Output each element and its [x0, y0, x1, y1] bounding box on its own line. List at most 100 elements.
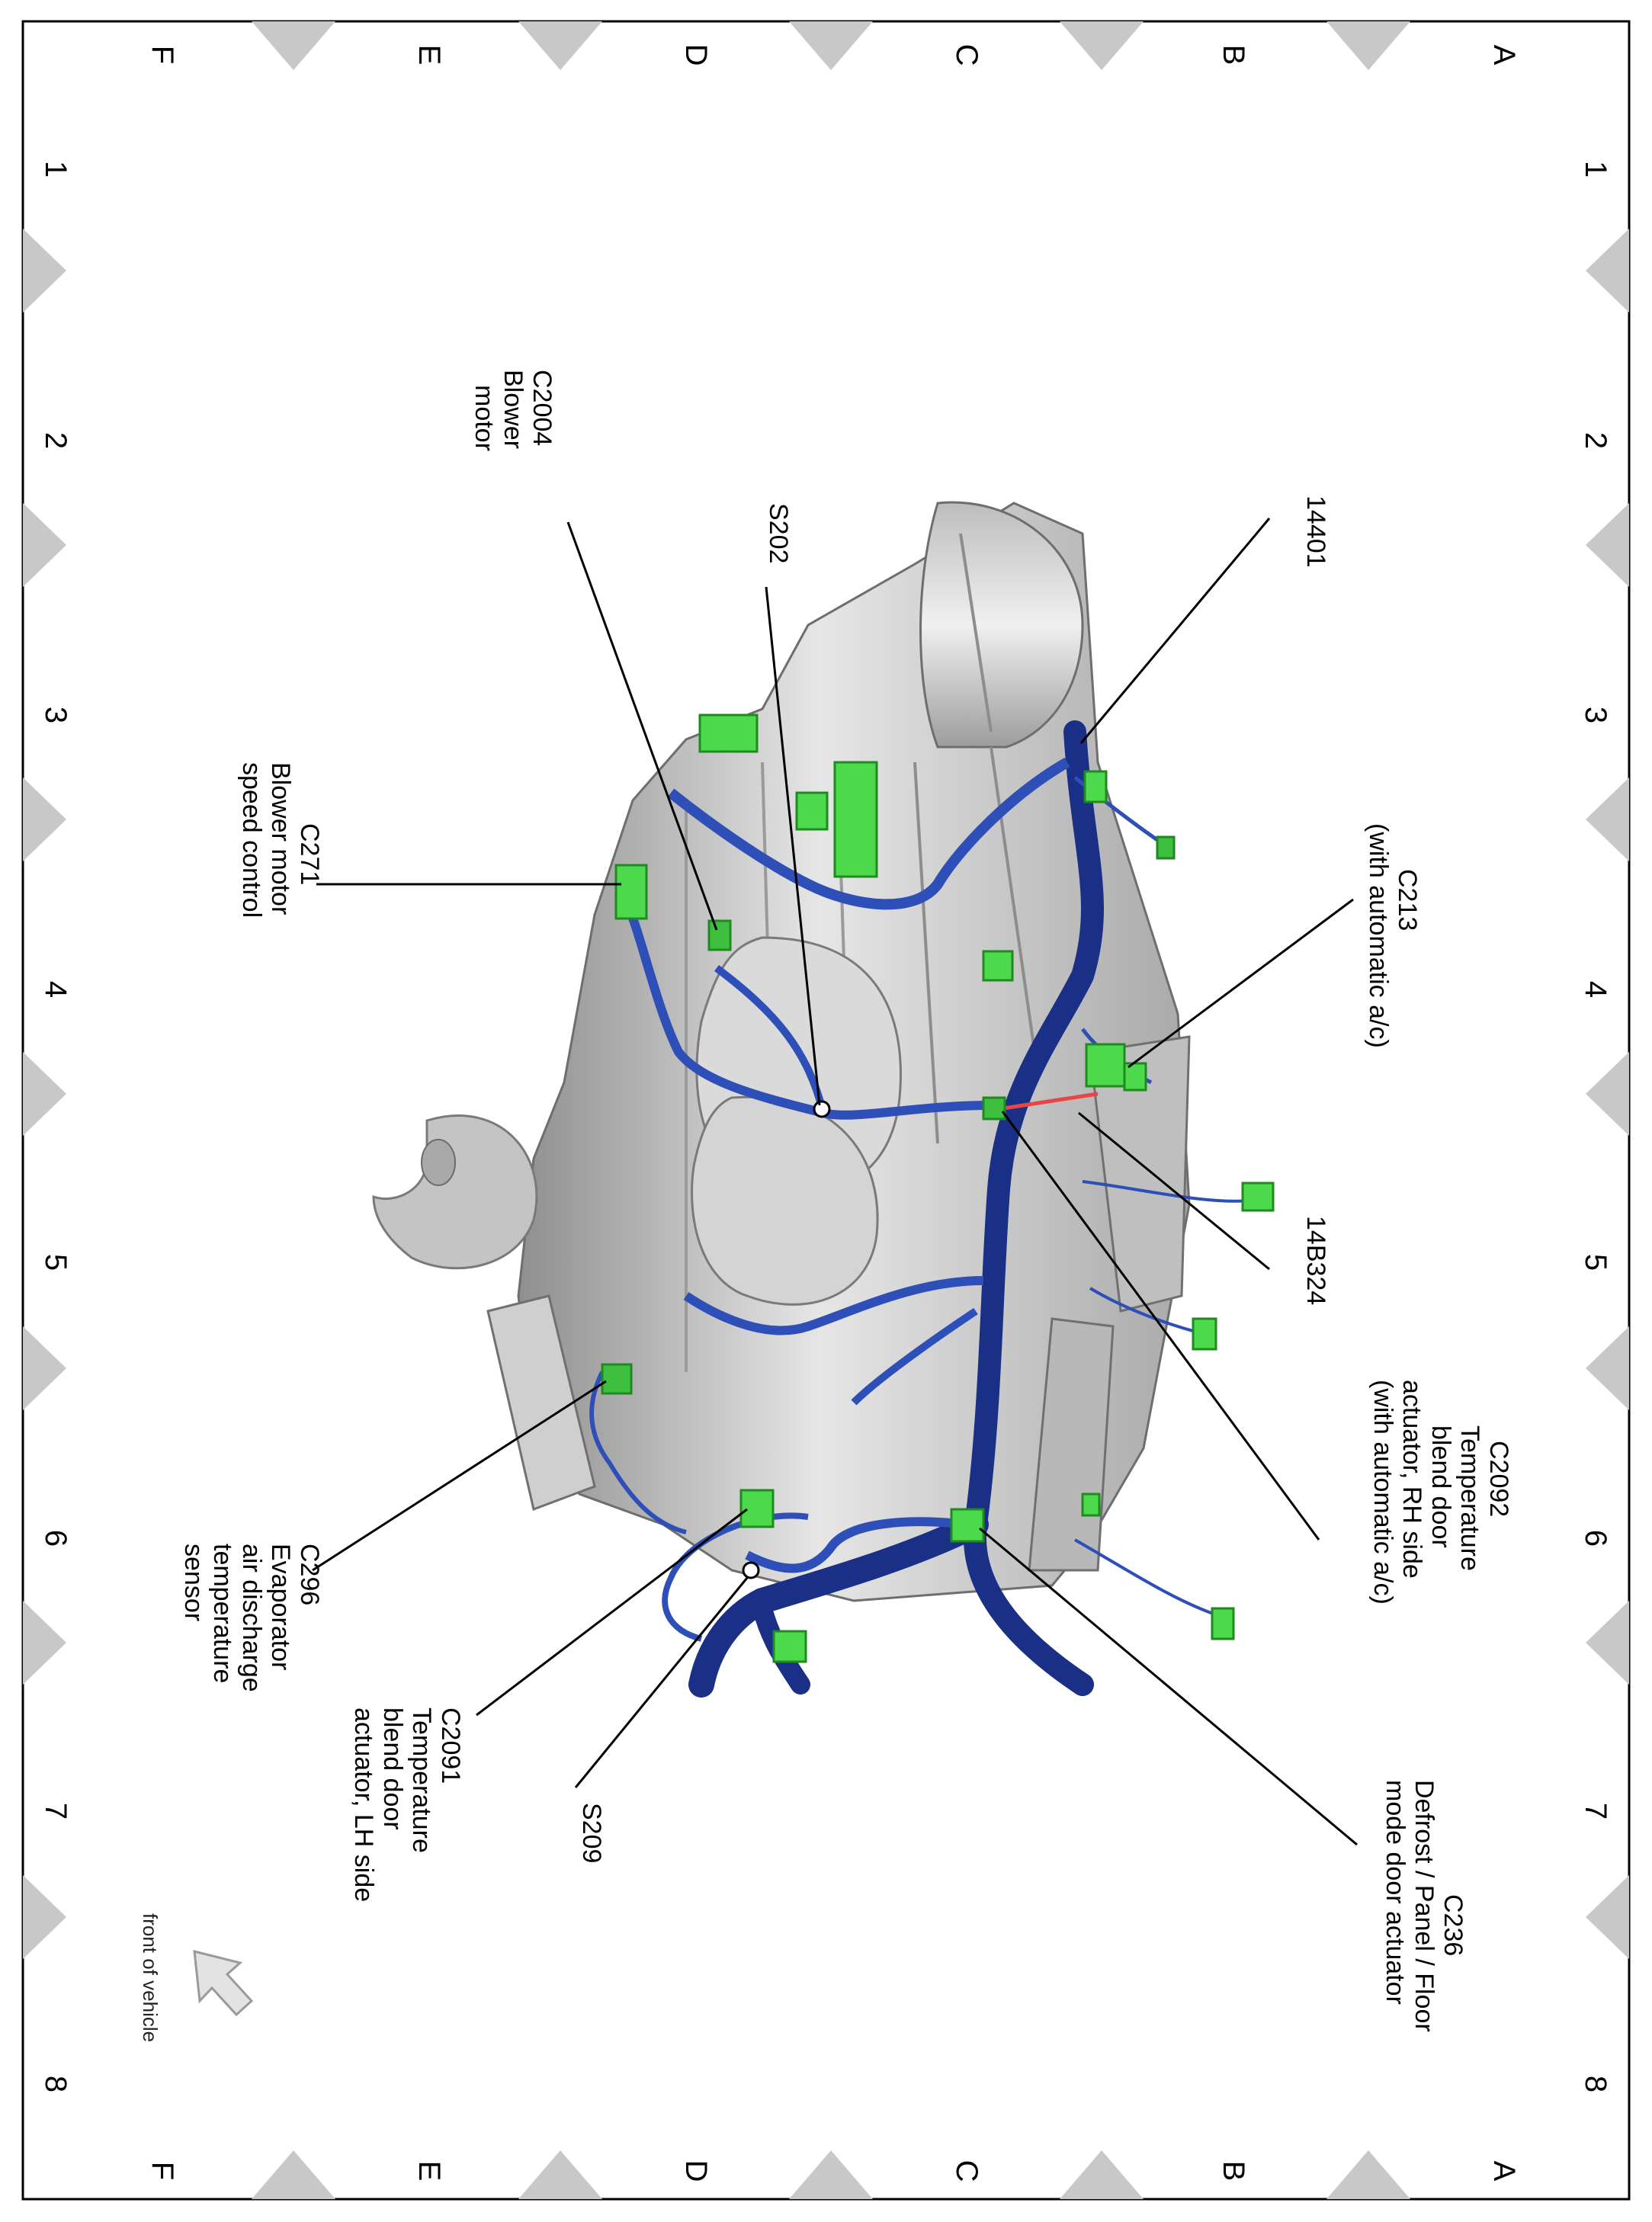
grid-marker — [252, 21, 335, 70]
leader-line-c236 — [979, 1527, 1358, 1846]
leader-line-c213 — [1128, 898, 1354, 1069]
grid-letter: C — [950, 2160, 983, 2182]
harness-branch — [683, 1276, 984, 1335]
housing-rib — [990, 746, 1038, 1068]
splice-wire-red — [998, 1092, 1099, 1111]
leader-line-14b324 — [1078, 1111, 1270, 1271]
grid-letter: D — [679, 44, 713, 66]
grid-letter: B — [1217, 45, 1250, 66]
splice-s209 — [742, 1561, 760, 1579]
grid-number: 1 — [39, 161, 72, 178]
leader-lines — [312, 518, 1358, 1846]
grid-letter: A — [1487, 45, 1521, 66]
connectors — [601, 713, 1275, 1663]
connector-c271 — [614, 864, 648, 920]
grid-letters-top: A B C D E F — [146, 44, 1521, 66]
grid-letter: E — [412, 45, 446, 66]
grid-number: 4 — [1579, 981, 1612, 998]
callout-line: Blower motor — [266, 762, 295, 915]
callout-line: mode door actuator — [1381, 1780, 1410, 2005]
harness-trunk — [963, 720, 1104, 1696]
leader-line-s202 — [765, 586, 821, 1106]
leader-line-14401 — [1079, 518, 1271, 744]
callout-c2004: C2004 Blower motor — [470, 370, 557, 451]
drain-housing — [372, 1114, 538, 1270]
callout-line: 14B324 — [1301, 1216, 1330, 1305]
callout-line: Evaporator — [266, 1544, 295, 1670]
callout-c2092: C2092 Temperature blend door actuator, R… — [1368, 1380, 1513, 1605]
connector-c213 — [1085, 1043, 1126, 1088]
grid-marker — [1326, 2150, 1410, 2199]
grid-letter: F — [146, 2162, 179, 2180]
grid-number: 5 — [1579, 1254, 1612, 1271]
leader-line-c2092 — [1001, 1111, 1320, 1541]
connector-right-lower — [1081, 1493, 1101, 1517]
callout-line: S209 — [577, 1803, 606, 1863]
callout-line: actuator, LH side — [349, 1707, 378, 1902]
grid-marker — [518, 21, 602, 70]
callout-line: actuator, RH side — [1397, 1380, 1426, 1579]
connector-far-right-2 — [1192, 1317, 1217, 1351]
grid-number: 2 — [1579, 432, 1612, 449]
arrow-icon — [193, 1950, 254, 2017]
blower-scroll — [919, 501, 1084, 749]
grid-marker — [1586, 1326, 1629, 1410]
callout-c236: C236 Defrost / Panel / Floor mode door a… — [1381, 1780, 1468, 2032]
grid-number: 8 — [1579, 2076, 1612, 2092]
grid-marker — [1586, 778, 1629, 861]
housing-rib — [959, 533, 993, 733]
connector-c2004 — [707, 919, 732, 951]
grid-numbers-left: 1 2 3 4 5 6 7 8 — [39, 161, 72, 2092]
callout-c2091: C2091 Temperature blend door actuator, L… — [349, 1707, 465, 1902]
callout-s209: S209 — [577, 1803, 606, 1863]
leader-line-c2004 — [566, 521, 718, 931]
grid-marker — [1586, 229, 1629, 313]
grid-marker — [23, 1326, 66, 1410]
grid-marker — [23, 778, 66, 861]
callout-14401: 14401 — [1301, 495, 1330, 568]
callout-c213: C213 (with automatic a/c) — [1364, 823, 1422, 1048]
callout-c271: C271 Blower motor speed control — [237, 762, 324, 918]
grid-marker — [1326, 21, 1410, 70]
callout-s202: S202 — [764, 503, 793, 563]
connector-right-2 — [1156, 835, 1176, 860]
grid-number: 1 — [1579, 161, 1612, 178]
callout-line: motor — [470, 385, 499, 451]
grid-number: 2 — [39, 432, 72, 449]
callout-line: S202 — [764, 503, 793, 563]
grid-marker — [23, 1601, 66, 1685]
connector-c2091 — [739, 1489, 775, 1528]
grid-marker — [23, 1875, 66, 1959]
grid-marker — [252, 2150, 335, 2199]
grid-number: 6 — [39, 1530, 72, 1547]
grid-marker — [1586, 503, 1629, 587]
grid-letter: F — [146, 46, 179, 64]
harness-trunk — [688, 1512, 989, 1698]
grid-number: 5 — [39, 1254, 72, 1271]
connector-upper-b — [795, 791, 829, 831]
grid-marker — [1586, 1052, 1629, 1136]
connector-c236 — [950, 1508, 985, 1543]
grid-marker — [518, 2150, 602, 2199]
grid-marker — [1060, 21, 1144, 70]
grid-letters-bottom: A B C D E F — [146, 2160, 1521, 2182]
connector-upper-c — [982, 950, 1014, 982]
grid-numbers-right: 1 2 3 4 5 6 7 8 — [1579, 161, 1612, 2092]
grid-marker — [23, 1052, 66, 1136]
grid-letter: E — [412, 2161, 446, 2182]
connector-bottom-trunk — [772, 1630, 807, 1663]
callout-line: C2092 — [1484, 1441, 1513, 1517]
harness-branch — [621, 897, 992, 1120]
harness-wire — [1082, 1180, 1251, 1203]
callout-line: Temperature — [407, 1707, 436, 1853]
grid-number: 7 — [1579, 1803, 1612, 1820]
callout-line: C2004 — [528, 370, 557, 446]
grid-marker — [1586, 1875, 1629, 1959]
leader-line-c296 — [312, 1380, 607, 1572]
callout-line: speed control — [237, 762, 266, 918]
housing-rib — [913, 762, 939, 1144]
grid-letter: B — [1217, 2161, 1250, 2182]
callout-line: C271 — [295, 823, 324, 885]
housing-panel — [1089, 1035, 1191, 1313]
grid-marker — [1060, 2150, 1144, 2199]
